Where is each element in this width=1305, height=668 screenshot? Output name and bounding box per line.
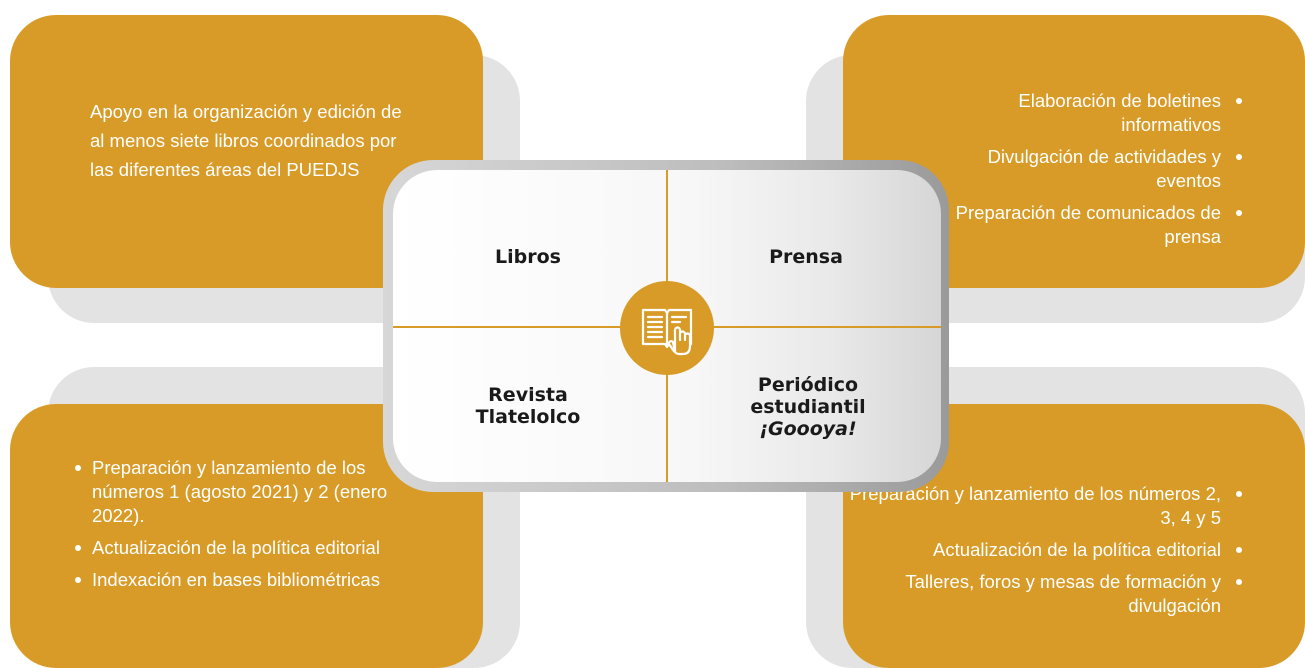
revista-list: Preparación y lanzamiento de los números… — [72, 456, 412, 600]
list-item: Divulgación de actividades y eventos — [945, 145, 1245, 193]
quadrant-label-periodico: Periódico estudiantil ¡Goooya! — [723, 374, 893, 440]
periodico-line-1: Periódico — [757, 374, 859, 396]
list-item: Preparación y lanzamiento de los números… — [72, 456, 412, 528]
periodico-line-2: estudiantil — [750, 396, 866, 418]
list-item: Indexación en bases bibliométricas — [72, 568, 412, 592]
list-item: Elaboración de boletines informativos — [945, 89, 1245, 137]
list-item: Actualización de la política editorial — [72, 536, 412, 560]
book-touch-icon — [620, 281, 714, 375]
list-item: Talleres, foros y mesas de formación y d… — [845, 570, 1245, 618]
libros-description: Apoyo en la organización y edición de al… — [90, 101, 402, 180]
quadrant-label-libros: Libros — [495, 246, 561, 268]
prensa-list: Elaboración de boletines informativos Di… — [945, 89, 1245, 257]
quadrant-label-prensa: Prensa — [769, 246, 843, 268]
list-item: Actualización de la política editorial — [845, 538, 1245, 562]
revista-line-2: Tlatelolco — [475, 406, 581, 428]
list-item: Preparación y lanzamiento de los números… — [845, 482, 1245, 530]
periodico-list: Preparación y lanzamiento de los números… — [845, 482, 1245, 626]
revista-line-1: Revista — [488, 384, 568, 406]
periodico-line-3: ¡Goooya! — [759, 418, 857, 440]
quadrant-label-revista: Revista Tlatelolco — [448, 384, 608, 428]
list-item: Preparación de comunicados de prensa — [945, 201, 1245, 249]
